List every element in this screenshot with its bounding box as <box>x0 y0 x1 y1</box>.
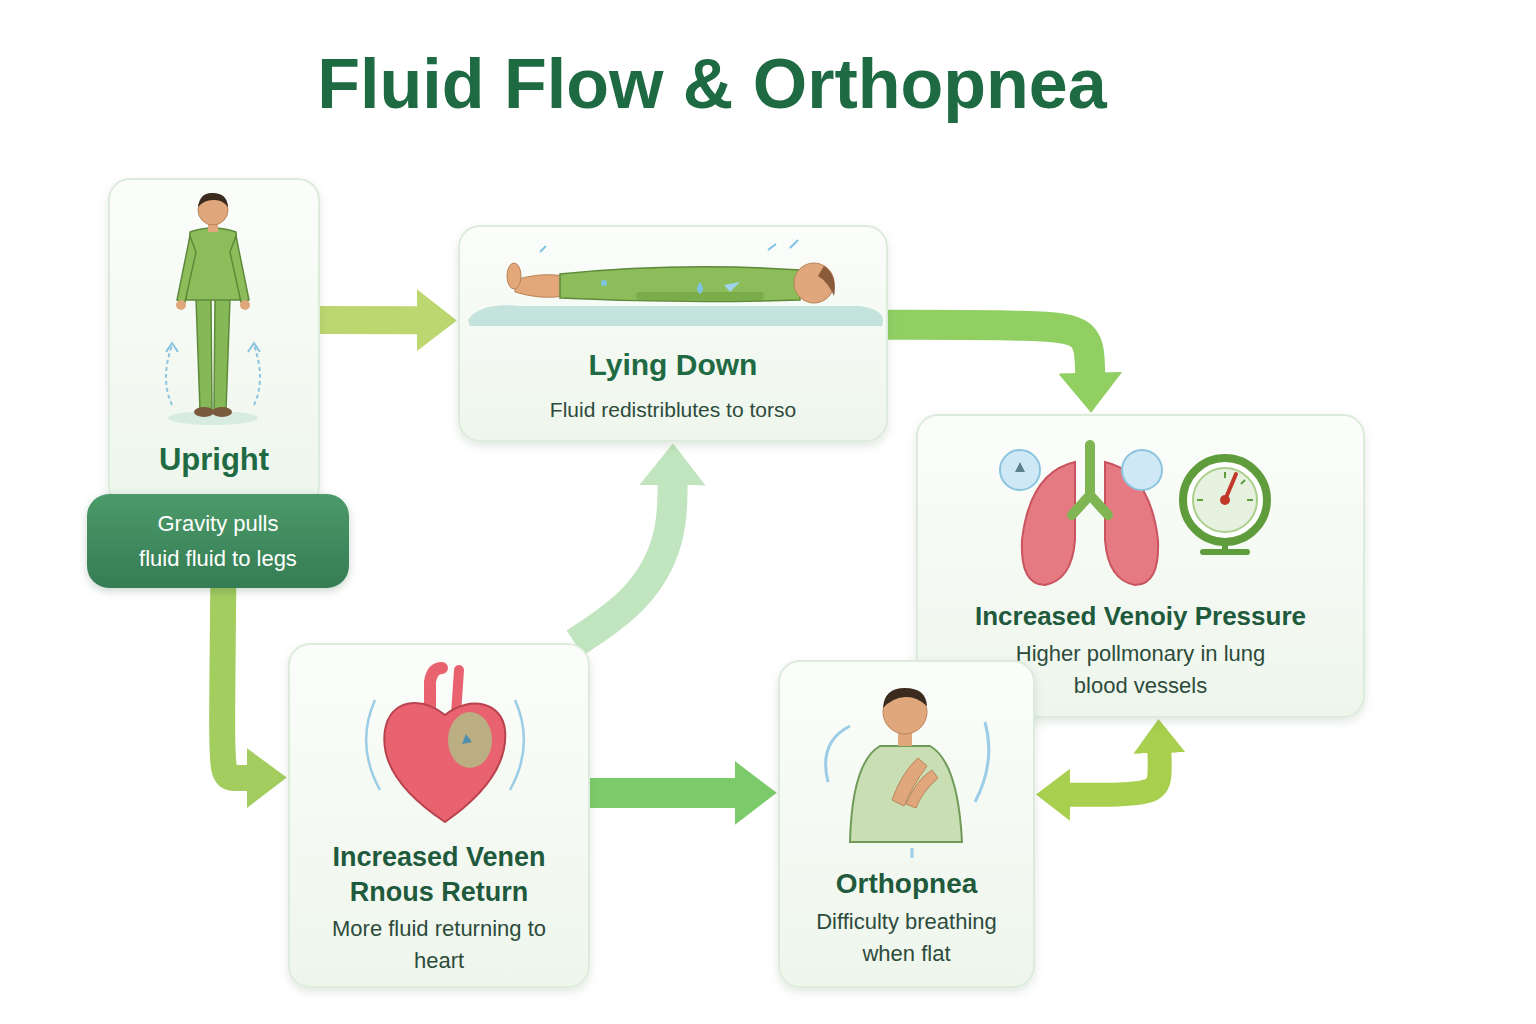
gauge-hub <box>1220 495 1230 505</box>
node-body: Difficulty breathing when flat <box>797 906 1017 970</box>
node-body: Higher pollmonary in lung blood vessels <box>996 638 1286 702</box>
heart-highlight <box>462 734 472 744</box>
heart-highlight <box>448 712 492 768</box>
flow-arrow <box>254 345 260 405</box>
ground-shadow <box>168 411 258 425</box>
person-hair <box>198 193 228 207</box>
lung-lobe <box>1105 462 1158 585</box>
node-heading: Orthopnea <box>782 867 1032 901</box>
gauge-stand <box>1203 542 1247 552</box>
flow-arrow <box>320 306 418 334</box>
node-heading: Gravity pulls fluid fluid to legs <box>137 506 299 576</box>
heart-illustration <box>366 668 524 822</box>
node-heading: Lying Down <box>463 347 883 383</box>
flow-arrow <box>248 343 260 352</box>
person-neck <box>898 730 912 746</box>
pressure-bubble <box>1015 462 1025 472</box>
breath-swirl <box>826 726 850 782</box>
breath-swirl <box>911 848 914 858</box>
person-torso <box>560 267 800 302</box>
node-heading: Increased Venen Rnous Return <box>314 840 564 910</box>
heart-vessel <box>430 668 442 716</box>
stage-box: OrthopneaDifficulty breathing when flat <box>778 660 1035 988</box>
person-foot <box>194 407 214 417</box>
fluid-drop <box>540 246 546 252</box>
pressure-bubble <box>1122 450 1162 490</box>
person-neck <box>208 222 218 232</box>
flow-arc <box>510 700 524 790</box>
node-heading: Increased Venoiy Pressure <box>921 600 1361 632</box>
note-pill: Gravity pulls fluid fluid to legs <box>87 494 349 588</box>
person-torso <box>186 228 240 300</box>
fluid-drop <box>601 280 607 286</box>
diagram-title: Fluid Flow & Orthopnea <box>0 44 1424 124</box>
flow-arrow <box>166 345 172 405</box>
fluid-drop <box>724 282 740 292</box>
person-leg <box>515 275 565 298</box>
person-arm <box>640 292 760 300</box>
person-head <box>198 195 228 225</box>
breath-swirl <box>975 722 989 802</box>
stage-box: Gravity pulls fluid fluid to legsUpright <box>108 178 320 508</box>
fluid-drop <box>790 240 798 248</box>
stage-box: Lying DownFluid redistriblutes to torso <box>458 225 888 442</box>
flow-arrow <box>590 778 736 808</box>
pressure-bubble <box>1000 450 1040 490</box>
node-body: Fluid redistriblutes to torso <box>468 396 878 424</box>
gauge-tick <box>1197 472 1253 500</box>
breathless-person <box>826 688 989 858</box>
lung-lobe <box>1022 462 1075 585</box>
fluid-drop <box>768 244 776 250</box>
flow-arrow <box>1069 752 1160 795</box>
person-hand <box>906 770 938 808</box>
pressure-gauge <box>1183 458 1267 552</box>
person-hair <box>883 688 927 708</box>
node-body: More fluid returning to heart <box>314 913 564 977</box>
gauge-needle <box>1225 474 1236 500</box>
gauge-face <box>1193 468 1257 532</box>
person-foot <box>507 263 521 289</box>
gauge-dial <box>1183 458 1267 542</box>
person-leg <box>196 298 212 410</box>
fluid-drop <box>697 282 703 294</box>
trachea <box>1072 445 1108 515</box>
person-hand <box>176 300 186 310</box>
heart-shape <box>384 703 505 822</box>
person-head <box>883 690 927 734</box>
person-hair <box>818 266 835 296</box>
standing-person <box>166 193 260 425</box>
person-hand <box>240 300 250 310</box>
person-arm <box>230 236 249 302</box>
person-foot <box>212 407 232 417</box>
heart-vessel <box>456 670 459 714</box>
person-arm <box>177 236 196 302</box>
person-head <box>794 263 834 303</box>
stage-box: Increased Venen Rnous ReturnMore fluid r… <box>288 643 590 988</box>
flow-arrow <box>222 588 248 778</box>
flow-arrow <box>575 484 673 643</box>
lungs-illustration <box>1000 445 1162 585</box>
flow-arc <box>366 700 380 790</box>
flow-arrow <box>888 325 1090 374</box>
person-torso <box>850 746 962 842</box>
mattress <box>468 305 883 326</box>
node-heading: Upright <box>108 442 320 478</box>
person-hand <box>892 758 927 806</box>
lying-person <box>468 240 883 326</box>
person-leg <box>214 298 230 410</box>
flow-arrow <box>166 343 178 352</box>
